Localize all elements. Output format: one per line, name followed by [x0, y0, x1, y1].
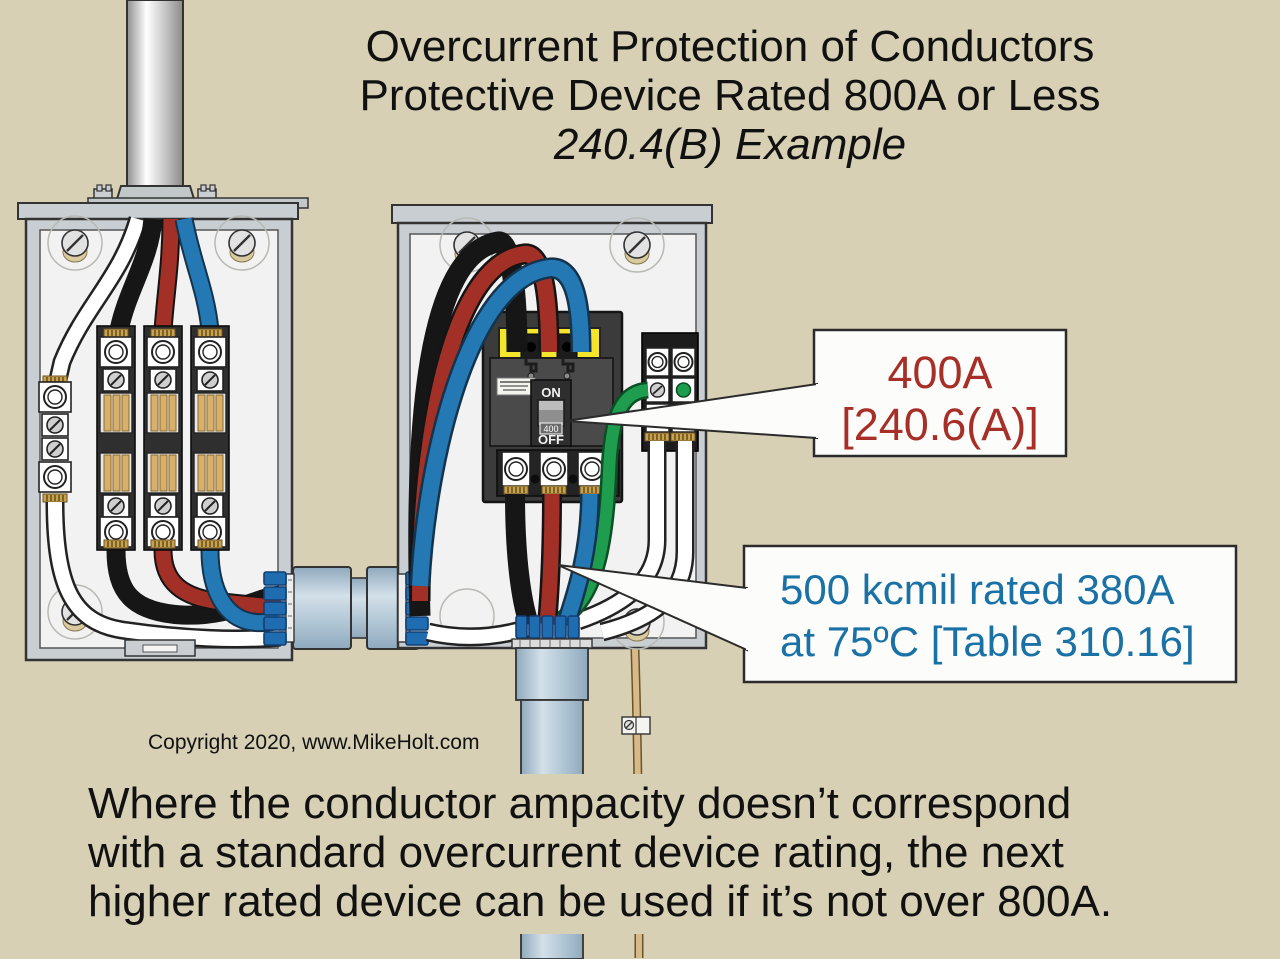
callout-conductor-rating: 500 kcmil rated 380A at 75ºC [Table 310.…: [557, 544, 1238, 684]
caption-line-1: Where the conductor ampacity doesn’t cor…: [88, 779, 1072, 828]
fuse-holder-b: [144, 326, 182, 550]
panel-screw: [227, 228, 257, 264]
panel-screw: [622, 230, 652, 266]
caption-backdrop: [80, 774, 1215, 934]
blue-feeder-wire: [412, 260, 589, 587]
breaker-off-label: OFF: [538, 432, 564, 447]
fuse-holder-c: [191, 326, 229, 550]
caption-line-2: with a standard overcurrent device ratin…: [88, 828, 1064, 877]
left-panel: [17, 202, 299, 662]
callout-box: [742, 544, 1238, 684]
feeder-arch-wires: [408, 231, 592, 617]
callout-breaker-line2: [240.6(A)]: [841, 399, 1039, 450]
neutral-terminal-block: [38, 375, 72, 503]
breaker-handle-rating: 400: [543, 424, 558, 434]
left-panel-top-rail: [17, 202, 299, 220]
caption-paragraph: Where the conductor ampacity doesn’t cor…: [88, 779, 1228, 926]
callout-conductor-line1: 500 kcmil rated 380A: [780, 566, 1175, 613]
neutral-ground-bar: [641, 332, 699, 452]
callout-breaker-line1: 400A: [887, 347, 992, 398]
left-panel-conduit-connector: [263, 571, 295, 646]
black-phase-wire: [109, 217, 163, 333]
neutral-pass-through-wire: [425, 618, 531, 647]
ground-wire-clamp: [621, 716, 651, 735]
callout-conductor-line2: at 75ºC [Table 310.16]: [780, 618, 1195, 665]
diagram-title: Overcurrent Protection of Conductors Pro…: [230, 22, 1230, 169]
red-phase-wire: [155, 218, 179, 331]
caption-line-3: higher rated device can be used if it’s …: [88, 877, 1113, 926]
right-panel-conduit-connector: [397, 571, 429, 646]
title-line-2: Protective Device Rated 800A or Less: [359, 71, 1101, 120]
right-panel-top-rail: [391, 204, 713, 224]
green-bonding-screw: [675, 382, 692, 398]
breaker-on-label: ON: [541, 385, 561, 400]
callout-breaker-rating: 400A [240.6(A)]: [565, 328, 1068, 458]
copyright-notice: Copyright 2020, www.MikeHolt.com: [148, 731, 480, 754]
white-neutral-wire: [50, 216, 145, 386]
red-load-wire: [539, 493, 560, 625]
title-line-1: Overcurrent Protection of Conductors: [365, 22, 1095, 71]
black-load-wire: [505, 493, 539, 628]
fuse-holder-a: [97, 326, 135, 550]
incoming-service-wires: [47, 216, 220, 387]
panel-label-window: [142, 644, 178, 653]
breaker-face: ON 400 OFF: [489, 357, 620, 497]
callout-box: [812, 328, 1068, 458]
title-line-3: 240.4(B) Example: [553, 120, 907, 169]
blue-phase-wire: [176, 217, 218, 331]
breaker-load-lugs: [501, 451, 607, 495]
bottom-conduit-connector: [515, 615, 580, 639]
panel-screw: [60, 228, 90, 264]
